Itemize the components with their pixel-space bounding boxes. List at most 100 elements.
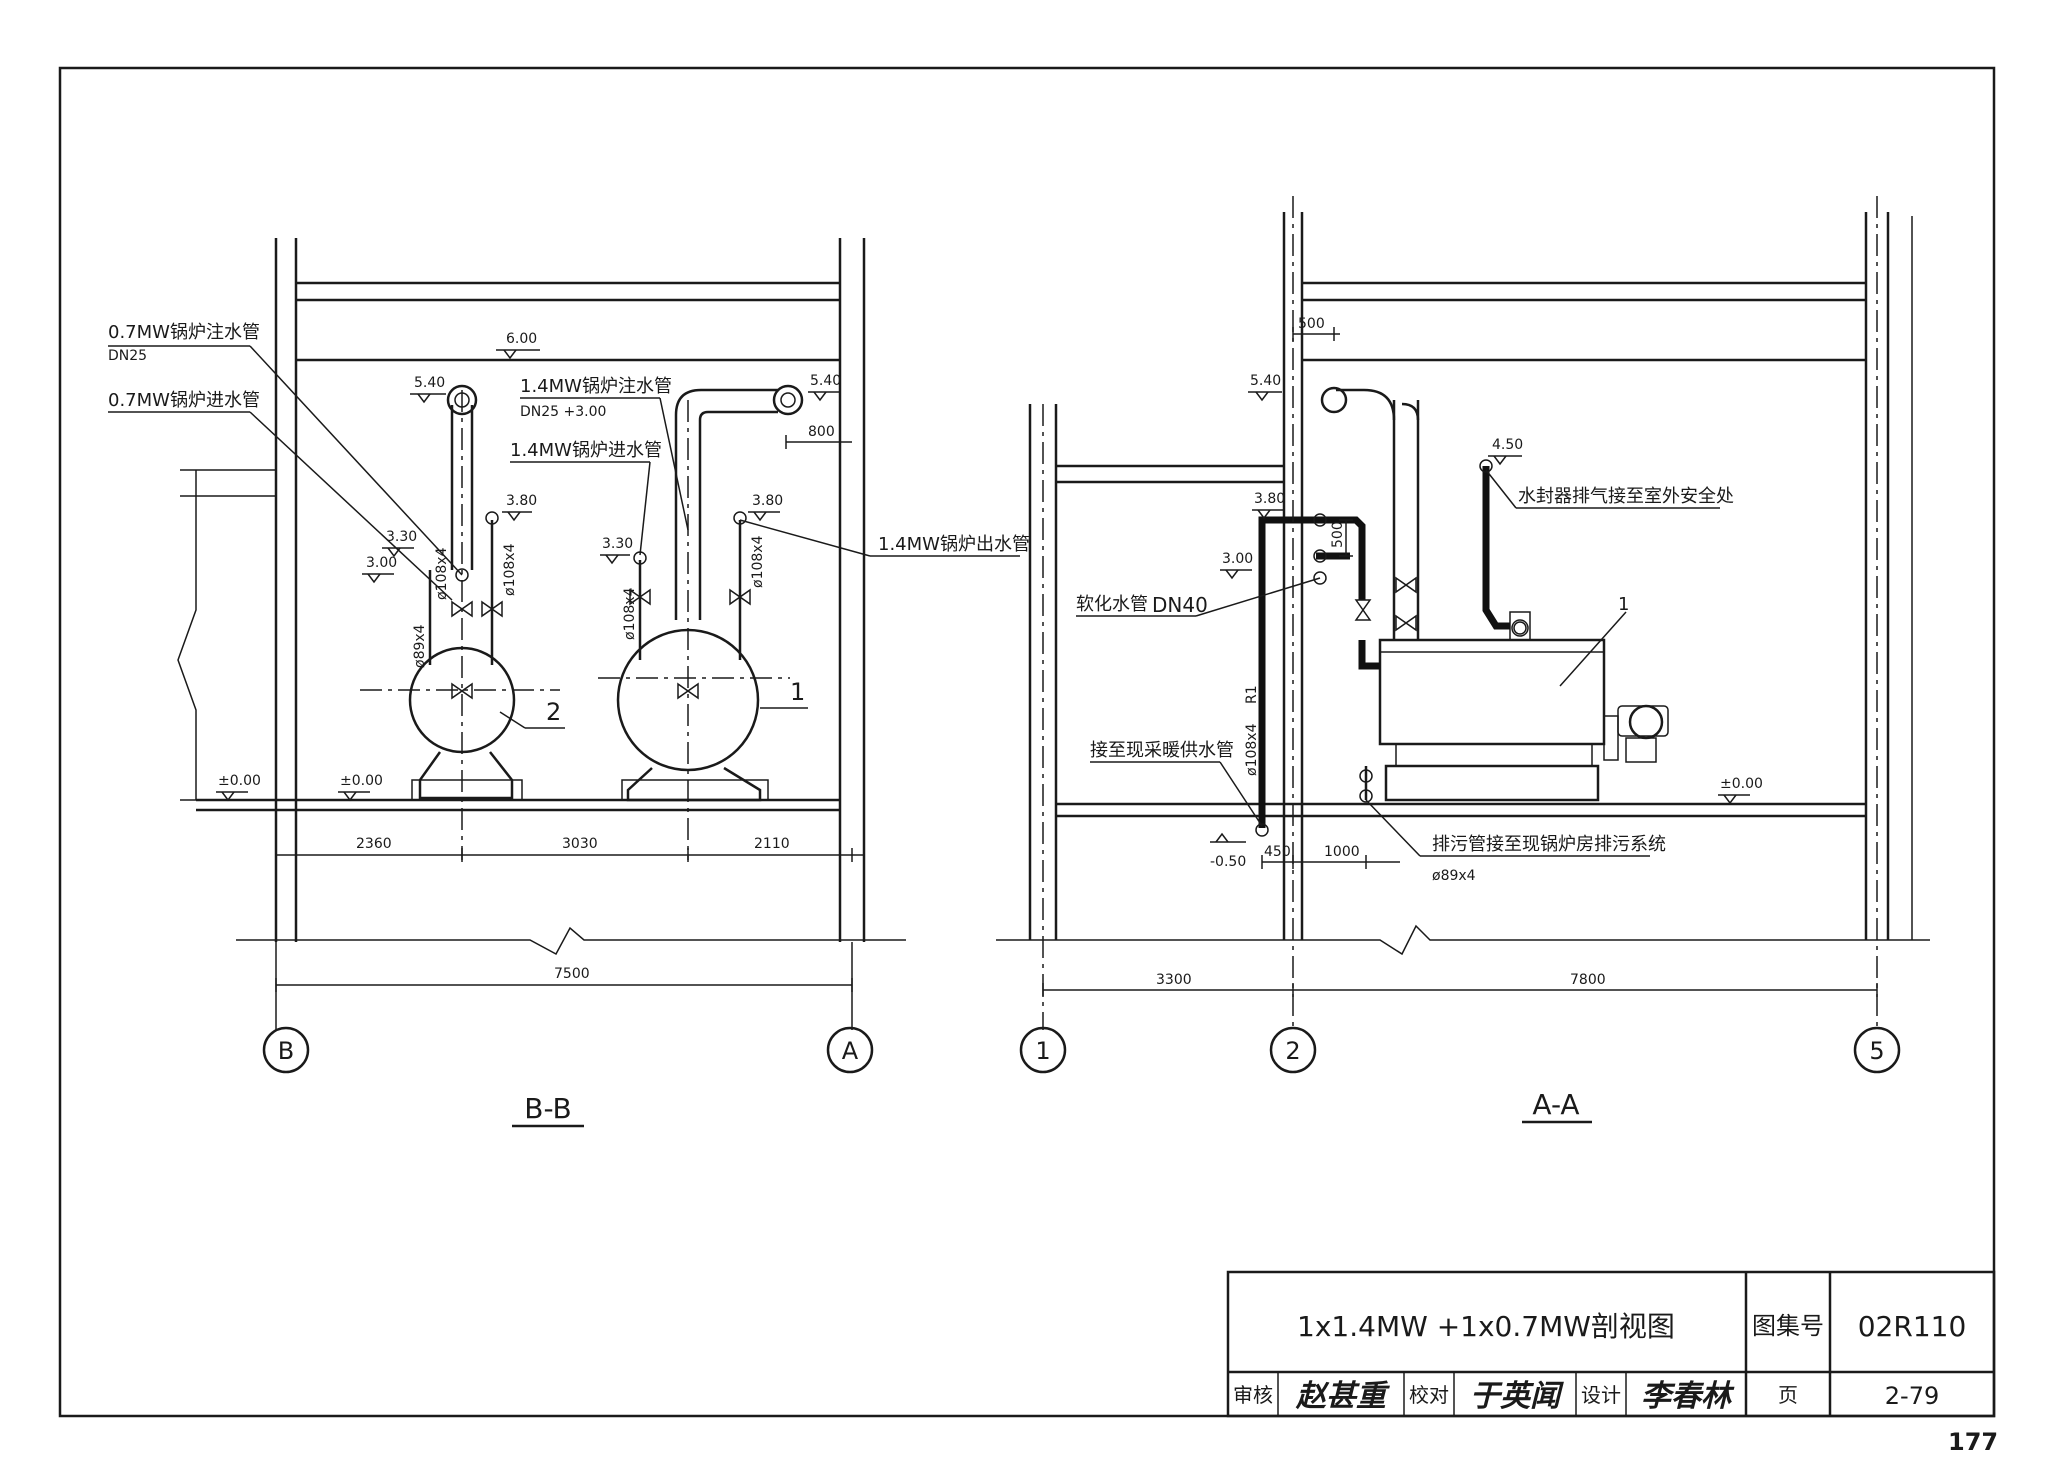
bb-section-title: B-B [524, 1092, 572, 1125]
aa-axis-1: 1 [1035, 1037, 1050, 1065]
bb-left-column [274, 238, 298, 942]
aa-leaders [1076, 469, 1720, 857]
bb-dim-3030: 3030 [562, 836, 598, 852]
bb-leaders [108, 345, 1020, 729]
aa-dim-450: 450 [1264, 844, 1291, 860]
title-block-check-label: 校对 [1409, 1383, 1449, 1407]
drawing-frame [58, 66, 1996, 1418]
bb-floor [196, 798, 840, 812]
bb-dim-2360: 2360 [356, 836, 392, 852]
title-block-review-label: 审核 [1233, 1383, 1273, 1407]
aa-label-pipe-size: ø108x4 [1244, 723, 1260, 776]
title-block-page-label: 页 [1778, 1383, 1798, 1407]
aa-roof-beam [1302, 281, 1866, 362]
bb-elev-300: 3.00 [366, 555, 397, 571]
bb-label-14-outlet: 1.4MW锅炉出水管 [878, 534, 1030, 555]
aa-low-beam [1056, 464, 1284, 484]
bb-axis-bubble-right [826, 1026, 874, 1074]
bb-elev-540a: 5.40 [414, 375, 445, 391]
title-block-atlas-no: 02R110 [1858, 1310, 1967, 1343]
aa-boiler [1378, 611, 1669, 802]
title-block-review-sig: 赵甚重 [1295, 1379, 1390, 1414]
aa-label-seal-vent: 水封器排气接至室外安全处 [1518, 486, 1734, 507]
bb-elev-380b: 3.80 [752, 493, 783, 509]
boiler-14mw [598, 400, 790, 860]
aa-elev-540: 5.40 [1250, 373, 1281, 389]
title-block-design-sig: 李春林 [1641, 1379, 1735, 1414]
bb-label-07-fill: 0.7MW锅炉注水管 [108, 322, 260, 343]
boiler-07mw [360, 390, 560, 860]
aa-callout-1: 1 [1618, 594, 1629, 615]
aa-pipes [1255, 386, 1527, 837]
aa-column-1 [1028, 404, 1058, 940]
bb-label-14-fill: 1.4MW锅炉注水管 [520, 376, 672, 397]
bb-pipe-size-5: ø108x4 [750, 535, 766, 588]
bb-dim-2110: 2110 [754, 836, 790, 852]
bb-elevation-marks [216, 349, 840, 802]
bb-elev-540b: 5.40 [810, 373, 841, 389]
bb-label-07-inlet: 0.7MW锅炉进水管 [108, 390, 260, 411]
bb-dim-7500: 7500 [554, 966, 590, 982]
aa-dim-500a: 500 [1298, 316, 1325, 332]
aa-ground-break [996, 924, 1930, 956]
aa-axis-bubble-2 [1269, 1026, 1317, 1074]
aa-label-soft-water: 软化水管 [1076, 594, 1148, 615]
aa-elevation-marks [1210, 391, 1750, 843]
bb-label-14-inlet: 1.4MW锅炉进水管 [510, 440, 662, 461]
title-block-page-no: 2-79 [1885, 1382, 1939, 1410]
bb-elev-000a: ±0.00 [218, 773, 261, 789]
bb-pipes [428, 384, 804, 700]
section-bb: B A B-B 0.7MW锅炉注水管 DN25 0.7MW锅炉进水管 1.4MW… [108, 238, 1030, 1128]
aa-dim-1000: 1000 [1324, 844, 1360, 860]
aa-dim-3300: 3300 [1156, 972, 1192, 988]
aa-elev-450: 4.50 [1492, 437, 1523, 453]
bb-elev-330a: 3.30 [386, 529, 417, 545]
title-block-design-label: 设计 [1581, 1383, 1621, 1407]
aa-centerlines [1042, 196, 1878, 1030]
section-aa: 1 2 5 A-A 软化水管 DN40 接至现采暖供水管 水封器排气接至室外安全… [996, 196, 1930, 1124]
aa-label-r1: R1 [1244, 685, 1260, 704]
bb-dimensions [275, 435, 864, 1030]
bb-pipe-size-3: ø89x4 [412, 624, 428, 668]
aa-floor [1056, 802, 1866, 818]
bb-elev-000b: ±0.00 [340, 773, 383, 789]
bb-elev-380a: 3.80 [506, 493, 537, 509]
bb-dim-800: 800 [808, 424, 835, 440]
aa-label-soft-water-dn: DN40 [1152, 593, 1208, 617]
aa-elev-300: 3.00 [1222, 551, 1253, 567]
title-block-title: 1x1.4MW +1x0.7MW剖视图 [1297, 1310, 1675, 1343]
bb-label-14-fill-dn: DN25 +3.00 [520, 404, 606, 420]
aa-axis-bubble-5 [1853, 1026, 1901, 1074]
bb-ground-break [236, 926, 906, 956]
aa-elev-m050: -0.50 [1210, 854, 1246, 870]
title-block-check-sig: 于英闻 [1470, 1379, 1564, 1414]
bb-elev-330b: 3.30 [602, 536, 633, 552]
bb-pipe-size-1: ø108x4 [434, 547, 450, 600]
aa-section-title: A-A [1532, 1088, 1579, 1121]
aa-axis-5: 5 [1869, 1037, 1884, 1065]
aa-elev-380: 3.80 [1254, 491, 1285, 507]
bb-roof-beam [296, 281, 840, 362]
bb-label-07-fill-dn: DN25 [108, 348, 147, 364]
aa-elev-000: ±0.00 [1720, 776, 1763, 792]
bb-callout-2: 2 [546, 698, 561, 726]
bb-pipe-size-4: ø108x4 [622, 587, 638, 640]
aa-axis-2: 2 [1285, 1037, 1300, 1065]
aa-column-5 [1864, 212, 1913, 940]
aa-label-heating-supply: 接至现采暖供水管 [1090, 740, 1234, 761]
bb-axis-bubble-left [262, 1026, 310, 1074]
bb-pipe-size-2: ø108x4 [502, 543, 518, 596]
bb-right-column [838, 238, 866, 942]
bb-callout-1: 1 [790, 678, 805, 706]
page-number: 177 [1948, 1428, 1998, 1456]
aa-axis-bubble-1 [1019, 1026, 1067, 1074]
bb-elev-600: 6.00 [506, 331, 537, 347]
aa-dim-500b: 500 [1330, 521, 1346, 548]
title-block-atlas-label: 图集号 [1752, 1312, 1824, 1340]
aa-dim-7800: 7800 [1570, 972, 1606, 988]
aa-label-drain-size: ø89x4 [1432, 868, 1476, 884]
bb-axis-left: B [278, 1037, 294, 1065]
bb-left-building [177, 469, 276, 801]
aa-label-drain: 排污管接至现锅炉房排污系统 [1432, 834, 1666, 855]
